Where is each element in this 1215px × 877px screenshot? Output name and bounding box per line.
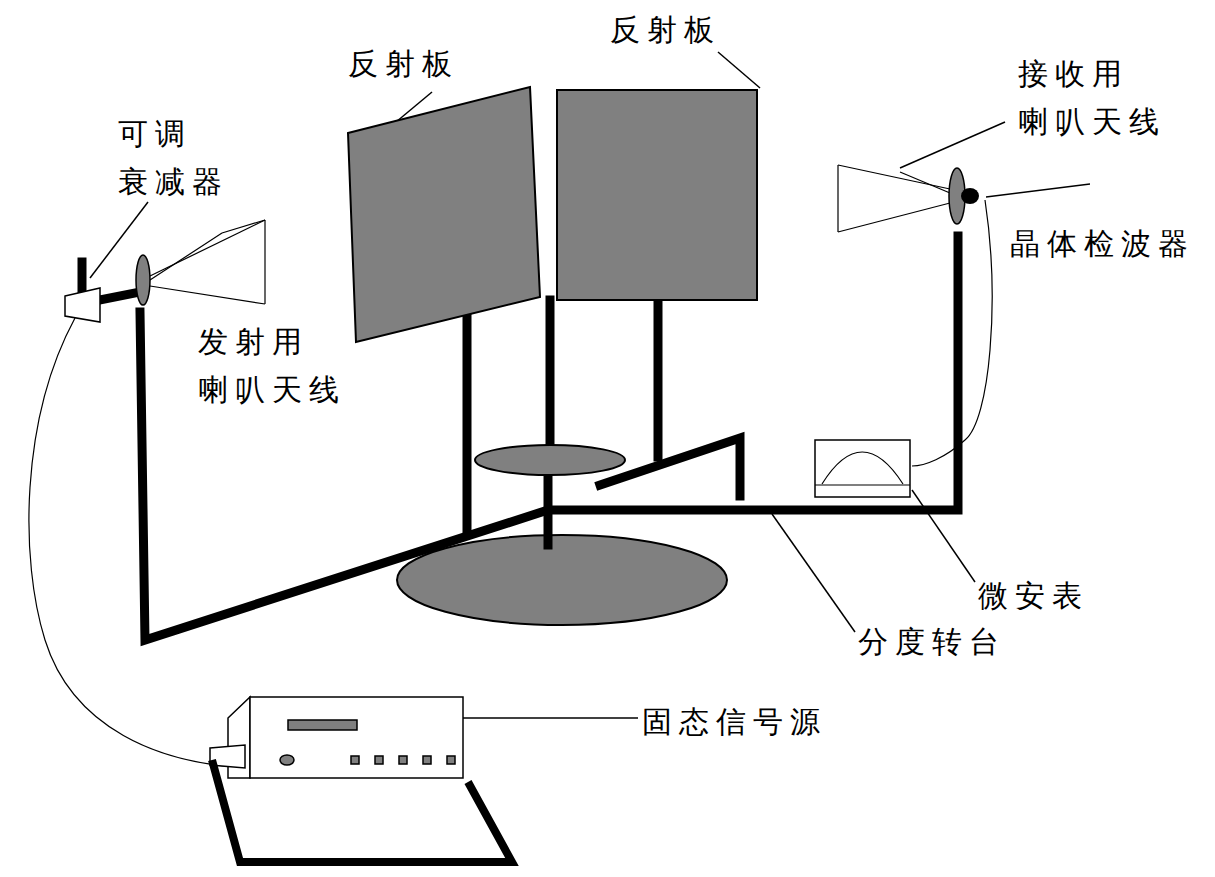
microammeter [815,440,910,497]
transmit-horn [150,220,265,304]
part-label: 微安表 [978,572,1108,620]
leader-line [718,52,760,88]
leader-line [463,717,638,719]
leader-line [912,490,975,582]
stand [212,760,512,862]
meter-line [815,484,910,485]
part-label: 接收用 喇叭天线 [1018,50,1178,146]
leader-line [900,122,1005,168]
attenuator [65,288,100,322]
leader-line [986,184,1090,197]
part-label: 发射用 喇叭天线 [198,318,358,414]
reflector-plate [348,87,540,342]
part-label: 反射板 [610,6,750,54]
small-disk [475,445,625,475]
waveguide [100,292,140,300]
part-label: 固态信号源 [642,698,842,746]
reflector-plate [557,90,757,300]
flange [136,255,150,305]
turntable-disk [397,535,727,625]
arm [140,236,958,640]
part-label: 分度转台 [858,618,1028,666]
meter-scale [822,452,903,484]
signal-source [210,697,463,778]
leader-line [772,514,855,632]
part-label: 反射板 [348,40,488,88]
detector [961,188,979,204]
receive-horn [838,165,950,232]
post [463,318,472,532]
attenuator-knob [78,262,87,290]
post [654,305,663,457]
arm [600,438,740,496]
part-label: 晶体检波器 [1010,220,1210,268]
part-label: 可调 衰减器 [118,110,236,206]
post [546,300,555,452]
detector-wire [912,200,992,466]
